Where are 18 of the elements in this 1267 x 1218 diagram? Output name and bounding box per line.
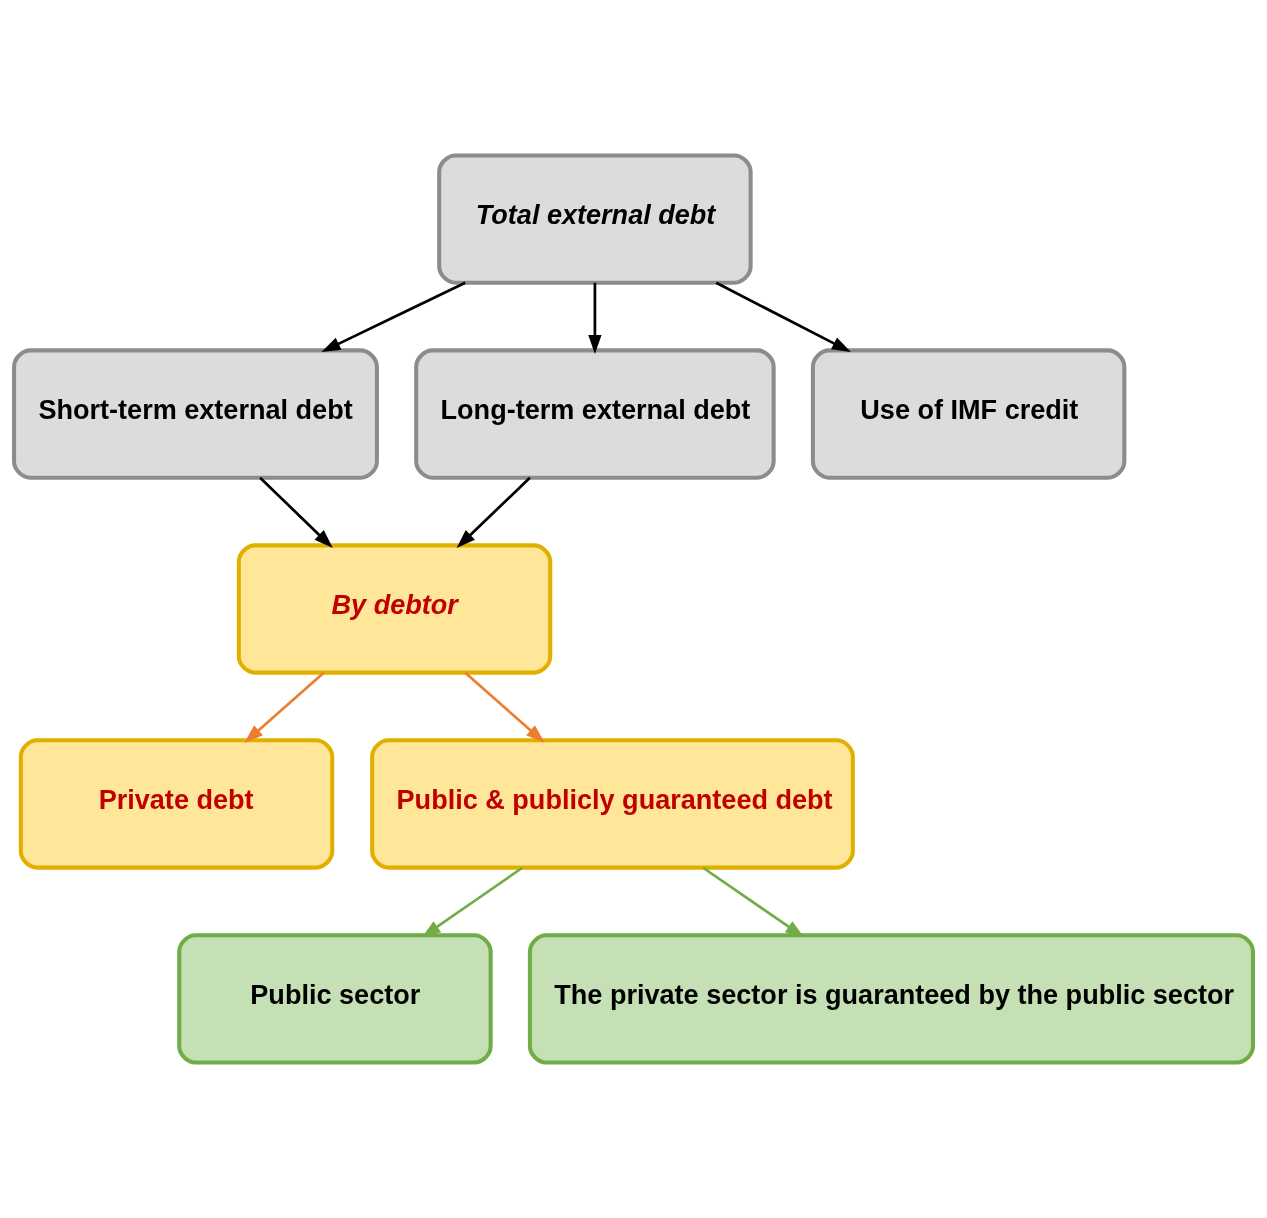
arrow: [464, 671, 545, 743]
node-box: By debtor: [236, 543, 553, 675]
node-box: Public sector: [177, 933, 493, 1065]
node-box: Use of IMF credit: [810, 348, 1127, 480]
arrow: [259, 476, 333, 549]
node-box: Total external debt: [437, 153, 753, 285]
arrow: [421, 866, 524, 938]
arrow: [588, 282, 602, 354]
arrow: [456, 476, 531, 549]
node-box: Private debt: [18, 738, 335, 870]
arrow: [702, 866, 805, 938]
node-box: Short-term external debt: [12, 348, 379, 480]
node-box: The private sector is guaranteed by the public sector: [527, 933, 1255, 1065]
arrow: [244, 671, 325, 743]
node-box: Public & publicly guaranteed debt: [370, 738, 855, 870]
node-box: Long-term external debt: [414, 348, 776, 480]
arrow: [321, 281, 466, 353]
arrow: [715, 281, 851, 353]
